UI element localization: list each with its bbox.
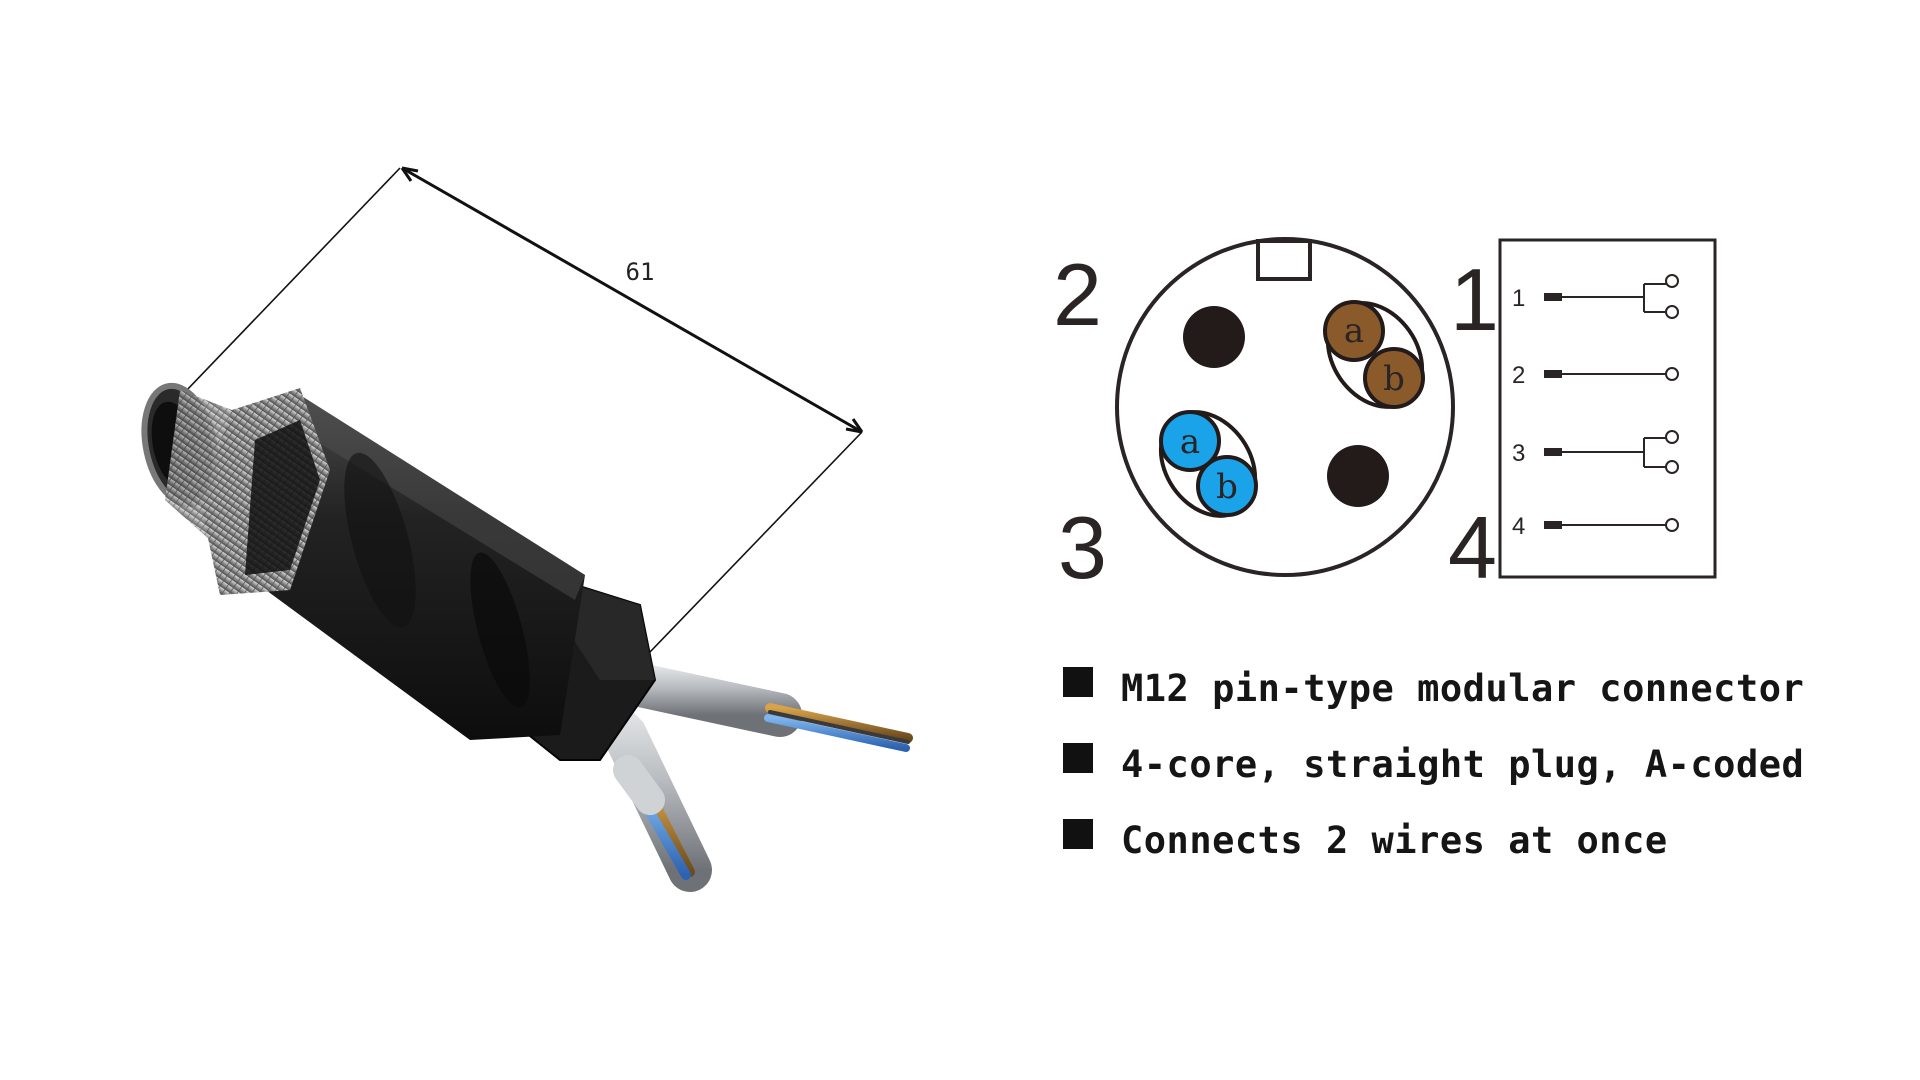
pin-3b-contact bbox=[1196, 455, 1258, 517]
pin-1a-label: a bbox=[1344, 311, 1364, 351]
wire-blue-upper bbox=[764, 714, 910, 752]
schematic-label-1: 1 bbox=[1512, 285, 1525, 312]
feature-text: 4-core, straight plug, A-coded bbox=[1121, 742, 1805, 786]
dimension-annotation: 61 bbox=[184, 166, 864, 653]
black-square-bullet-icon bbox=[1063, 819, 1093, 849]
arrowhead-end bbox=[845, 418, 864, 434]
face-label-2: 2 bbox=[1053, 245, 1102, 344]
feature-item: Connects 2 wires at once bbox=[1063, 802, 1903, 878]
black-square-bullet-icon bbox=[1063, 667, 1093, 697]
schematic-label-2: 2 bbox=[1512, 362, 1525, 389]
face-label-4: 4 bbox=[1448, 498, 1497, 597]
pin-3a-label: a bbox=[1180, 422, 1200, 462]
pin-1a-contact bbox=[1323, 300, 1385, 362]
pin-4-contact bbox=[1327, 445, 1389, 507]
extension-line-right bbox=[649, 431, 863, 653]
feature-text: Connects 2 wires at once bbox=[1121, 818, 1668, 862]
feature-text: M12 pin-type modular connector bbox=[1121, 666, 1805, 710]
schematic-frame bbox=[1498, 238, 1717, 579]
feature-item: 4-core, straight plug, A-coded bbox=[1063, 726, 1903, 802]
thread bbox=[165, 390, 232, 540]
feature-item: M12 pin-type modular connector bbox=[1063, 650, 1903, 726]
connector-render bbox=[141, 382, 913, 892]
schematic-pin-labels: 1 2 3 4 bbox=[1512, 285, 1525, 540]
pin-3b-label: b bbox=[1216, 467, 1238, 507]
wiring-schematic bbox=[1498, 238, 1717, 579]
schematic-label-3: 3 bbox=[1512, 440, 1525, 467]
coding-key bbox=[1256, 239, 1312, 281]
black-square-bullet-icon bbox=[1063, 743, 1093, 773]
wire-brown-upper bbox=[765, 703, 913, 743]
arrowhead-start bbox=[400, 166, 419, 182]
pin-2-contact bbox=[1183, 306, 1245, 368]
extension-line-left bbox=[184, 167, 401, 393]
schematic-label-4: 4 bbox=[1512, 513, 1525, 540]
feature-list: M12 pin-type modular connector 4-core, s… bbox=[1063, 650, 1903, 878]
face-label-1: 1 bbox=[1450, 250, 1499, 349]
pin-1b-label: b bbox=[1383, 359, 1405, 399]
pin-1b-contact bbox=[1363, 347, 1425, 409]
face-label-3: 3 bbox=[1058, 498, 1107, 597]
dimension-length-label: 61 bbox=[626, 258, 655, 286]
pin-3a-contact bbox=[1159, 410, 1221, 472]
dimension-line bbox=[401, 166, 863, 434]
pin-face-diagram: a b a b 1 2 3 4 bbox=[1053, 237, 1499, 597]
